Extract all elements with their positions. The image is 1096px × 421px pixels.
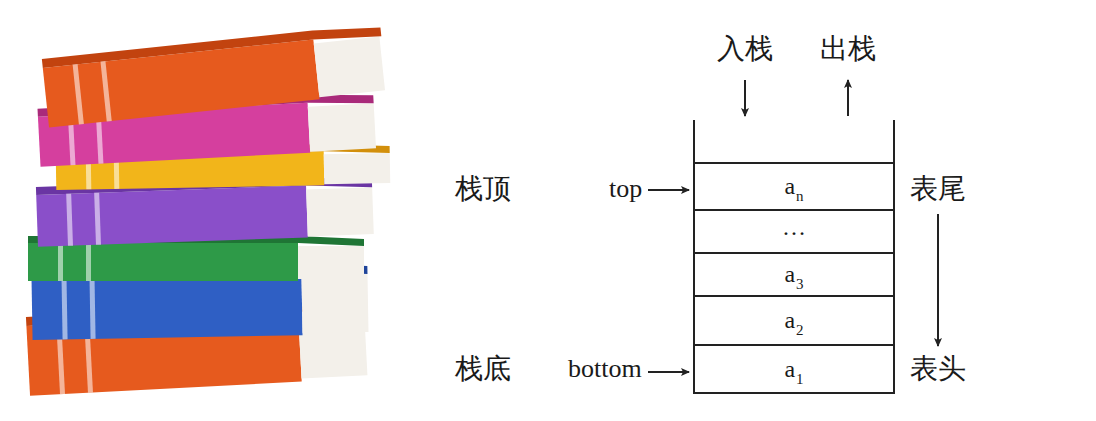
stack-wall [693,120,695,164]
element-subscript: 1 [796,371,804,387]
list-head-label: 表头 [910,352,966,386]
element-name: a [784,261,795,287]
pop-label: 出栈 [820,32,876,66]
stack-cell: … [693,209,895,254]
element-subscript: 2 [796,322,804,338]
element-subscript: n [796,188,804,204]
stack-wall [893,120,895,164]
push-arrow [744,80,746,116]
pointer-name: top [609,173,642,204]
pointer-arrow [648,371,689,373]
cell-content: … [782,218,806,245]
stack-cell: a2 [693,295,895,346]
cell-content: a1 [784,356,803,383]
element-name: a [784,356,795,382]
pointer-name: bottom [568,353,642,384]
ellipsis: … [782,214,806,240]
direction-arrow [937,214,939,346]
element-subscript: 3 [796,276,804,292]
element-name: a [784,307,795,333]
book [42,23,387,127]
cell-content: an [784,173,803,200]
stack-cell: an [693,162,895,211]
stack-top-label: 栈顶 [455,172,511,206]
pop-arrow [847,80,849,116]
cell-content: a2 [784,307,803,334]
stack-cell: a1 [693,344,895,394]
stack-bottom-label: 栈底 [455,352,511,386]
list-tail-label: 表尾 [910,172,966,206]
element-name: a [784,173,795,199]
cell-content: a3 [784,261,803,288]
push-label: 入栈 [717,32,773,66]
pointer-arrow [648,189,689,191]
stack-cell: a3 [693,252,895,297]
